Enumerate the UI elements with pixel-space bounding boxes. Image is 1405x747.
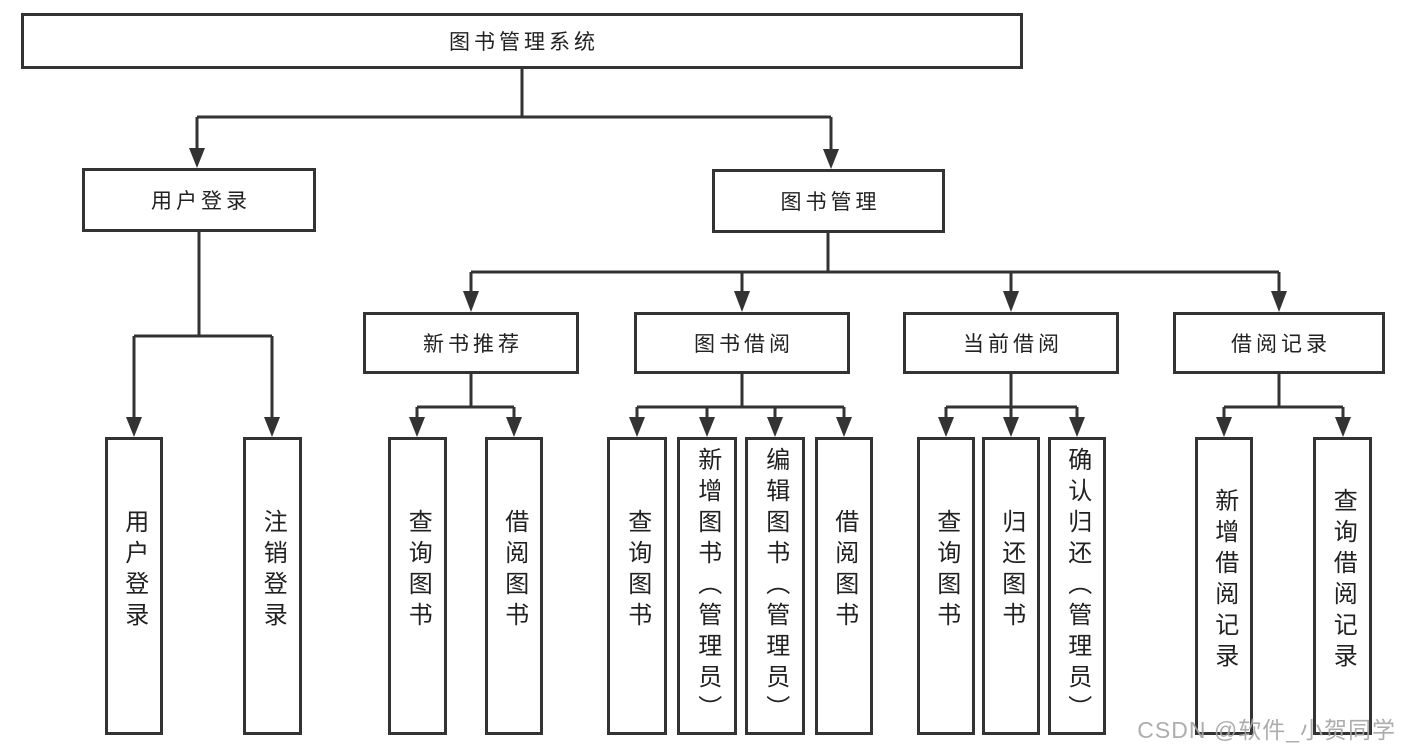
- leaf-logout: 注销登录: [243, 437, 302, 735]
- leaf-borrow-books-label: 借阅图书: [830, 509, 858, 633]
- leaf-confirm-return-admin-label: 确认归还（管理员）: [1063, 446, 1091, 726]
- node-book-borrowing-label: 图书借阅: [694, 333, 794, 356]
- leaf-search-books-borrow: 查询图书: [607, 437, 667, 735]
- node-borrowing-records-label: 借阅记录: [1231, 333, 1331, 356]
- leaf-edit-books-admin-label: 编辑图书（管理员）: [761, 446, 789, 726]
- node-book-management-label: 图书管理: [780, 191, 881, 214]
- leaf-search-borrow-record-label: 查询借阅记录: [1329, 488, 1357, 674]
- leaf-add-books-admin: 新增图书（管理员）: [677, 437, 737, 735]
- node-library-management-system-label: 图书管理系统: [449, 31, 599, 54]
- node-current-borrowing: 当前借阅: [903, 312, 1119, 374]
- leaf-confirm-return-admin: 确认归还（管理员）: [1048, 437, 1106, 735]
- leaf-search-books-current-label: 查询图书: [932, 509, 960, 633]
- node-user-login: 用户登录: [82, 168, 316, 232]
- leaf-search-books-current: 查询图书: [917, 437, 975, 735]
- leaf-add-books-admin-label: 新增图书（管理员）: [693, 446, 721, 726]
- node-current-borrowing-label: 当前借阅: [963, 333, 1063, 356]
- leaf-borrow-books-recommend-label: 借阅图书: [500, 509, 528, 633]
- leaf-user-login: 用户登录: [105, 437, 163, 735]
- node-library-management-system: 图书管理系统: [21, 13, 1023, 69]
- leaf-search-books-borrow-label: 查询图书: [623, 509, 651, 633]
- node-new-book-recommendation: 新书推荐: [363, 312, 579, 374]
- leaf-borrow-books-recommend: 借阅图书: [485, 437, 543, 735]
- leaf-edit-books-admin: 编辑图书（管理员）: [745, 437, 805, 735]
- node-borrowing-records: 借阅记录: [1173, 312, 1385, 374]
- leaf-add-borrow-record-label: 新增借阅记录: [1210, 488, 1238, 674]
- csdn-watermark: CSDN @软件_小贺同学: [1137, 717, 1396, 743]
- node-book-management: 图书管理: [712, 169, 945, 233]
- leaf-return-books: 归还图书: [982, 437, 1040, 735]
- leaf-search-books-recommend-label: 查询图书: [404, 509, 432, 633]
- leaf-user-login-label: 用户登录: [120, 509, 148, 633]
- node-user-login-label: 用户登录: [151, 190, 251, 213]
- node-new-book-recommendation-label: 新书推荐: [423, 333, 523, 356]
- leaf-borrow-books: 借阅图书: [815, 437, 873, 735]
- leaf-logout-label: 注销登录: [259, 509, 287, 633]
- leaf-search-borrow-record: 查询借阅记录: [1313, 437, 1372, 735]
- leaf-add-borrow-record: 新增借阅记录: [1195, 437, 1253, 735]
- leaf-search-books-recommend: 查询图书: [388, 437, 447, 735]
- node-book-borrowing: 图书借阅: [634, 312, 850, 374]
- leaf-return-books-label: 归还图书: [997, 509, 1025, 633]
